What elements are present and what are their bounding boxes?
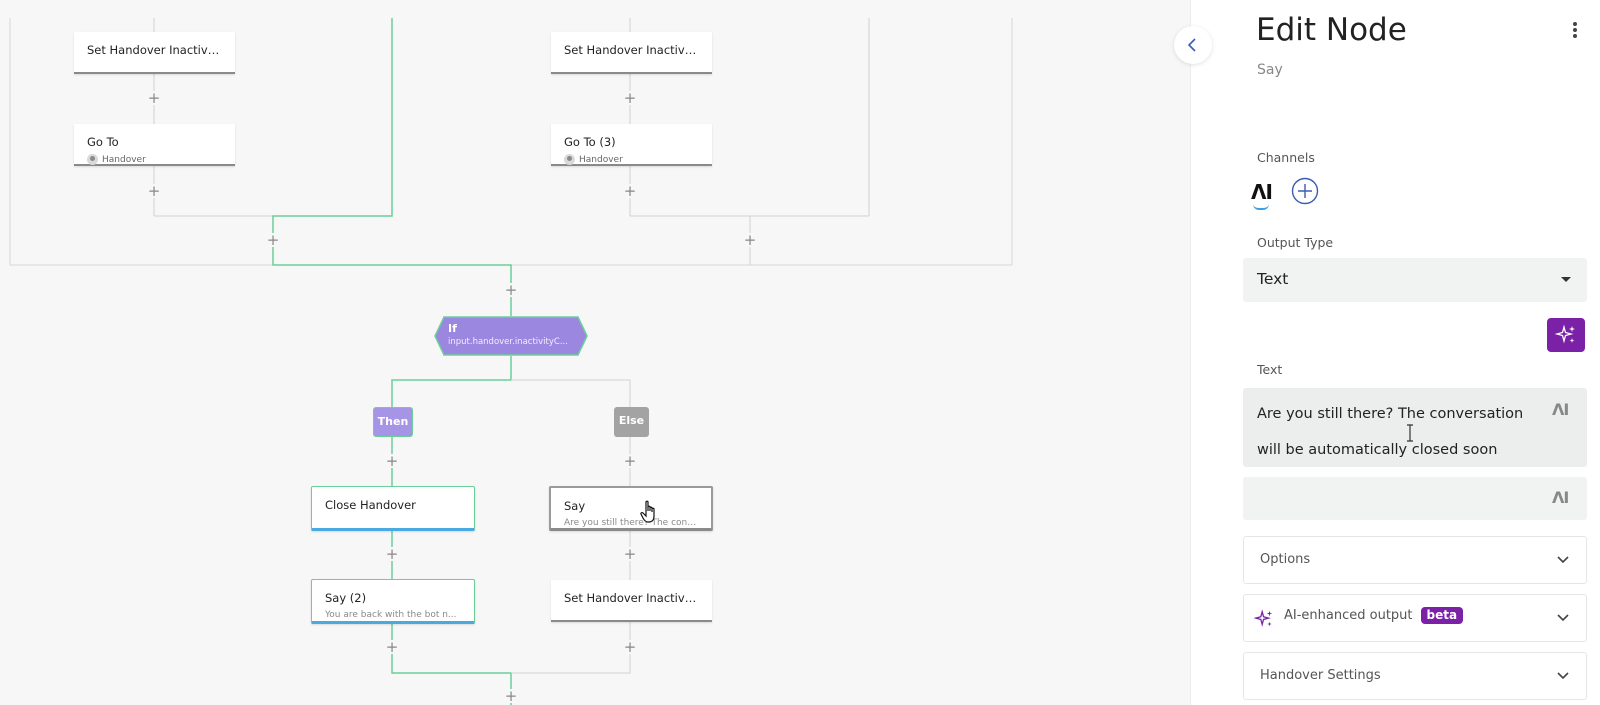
accordion-label: AI-enhanced output beta bbox=[1284, 607, 1464, 624]
add-node-plus[interactable]: + bbox=[743, 231, 757, 249]
ai-enhanced-label: AI-enhanced output bbox=[1284, 608, 1413, 623]
node-title: Close Handover bbox=[325, 498, 416, 512]
chevron-down-icon bbox=[1557, 672, 1569, 680]
channel-ai-tab[interactable]: ΛI bbox=[1251, 180, 1273, 204]
node-goto-right[interactable]: Go To (3) Handover bbox=[551, 124, 712, 166]
add-node-plus[interactable]: + bbox=[147, 89, 161, 107]
add-channel-icon[interactable] bbox=[1291, 177, 1319, 205]
chevron-left-icon bbox=[1187, 38, 1196, 52]
add-node-plus[interactable]: + bbox=[504, 281, 518, 299]
add-node-plus[interactable]: + bbox=[385, 452, 399, 470]
add-node-plus[interactable]: + bbox=[385, 638, 399, 656]
if-label: If bbox=[448, 322, 457, 335]
handover-icon bbox=[87, 154, 98, 165]
node-set-handover-inactivity-left[interactable]: Set Handover Inactivity bbox=[74, 32, 235, 74]
add-node-plus[interactable]: + bbox=[266, 231, 280, 249]
panel-title: Edit Node bbox=[1256, 12, 1407, 48]
add-node-plus[interactable]: + bbox=[147, 182, 161, 200]
ai-channel-icon: ΛI bbox=[1552, 488, 1569, 507]
edit-node-panel: Edit Node Say Channels ΛI Output Type Te… bbox=[1190, 0, 1600, 705]
handover-settings-accordion[interactable]: Handover Settings bbox=[1243, 652, 1587, 700]
node-title: Go To bbox=[87, 135, 119, 149]
add-node-plus[interactable]: + bbox=[623, 89, 637, 107]
chevron-down-icon bbox=[1557, 614, 1569, 622]
output-type-select[interactable]: Text bbox=[1243, 258, 1587, 302]
flow-canvas[interactable]: Set Handover Inactivity Set Handover Ina… bbox=[0, 0, 1190, 705]
then-branch-badge[interactable]: Then bbox=[373, 407, 413, 437]
text-input-value: Are you still there? The conversation wi… bbox=[1257, 406, 1524, 458]
ai-channel-icon: ΛI bbox=[1552, 400, 1569, 419]
options-accordion[interactable]: Options bbox=[1243, 536, 1587, 584]
add-node-plus[interactable]: + bbox=[385, 545, 399, 563]
node-title: Say bbox=[564, 499, 586, 513]
ai-enhanced-output-accordion[interactable]: AI-enhanced output beta bbox=[1243, 594, 1587, 642]
text-input[interactable]: Are you still there? The conversation wi… bbox=[1243, 388, 1587, 467]
accordion-label: Options bbox=[1260, 552, 1311, 567]
node-title: Set Handover Inactivity bbox=[87, 43, 222, 57]
output-type-value: Text bbox=[1257, 270, 1289, 288]
node-subtitle: Handover bbox=[564, 154, 699, 165]
more-options-icon[interactable] bbox=[1573, 22, 1579, 40]
accordion-label: Handover Settings bbox=[1260, 668, 1381, 683]
node-subtitle-text: Handover bbox=[579, 154, 623, 165]
output-type-label: Output Type bbox=[1257, 235, 1334, 250]
add-node-plus[interactable]: + bbox=[623, 638, 637, 656]
node-goto-left[interactable]: Go To Handover bbox=[74, 124, 235, 166]
handover-icon bbox=[564, 154, 575, 165]
node-say-selected[interactable]: Say Are you still there? The conv... bbox=[549, 486, 713, 531]
node-set-handover-inactivity-bottom[interactable]: Set Handover Inactivit... bbox=[551, 580, 712, 622]
node-title: Say (2) bbox=[325, 591, 367, 605]
add-node-plus[interactable]: + bbox=[623, 182, 637, 200]
node-title: Go To (3) bbox=[564, 135, 616, 149]
beta-badge: beta bbox=[1420, 607, 1464, 624]
caret-down-icon bbox=[1561, 277, 1571, 282]
if-node-shape bbox=[434, 316, 588, 356]
node-title: Set Handover Inactivit... bbox=[564, 43, 699, 57]
add-node-plus[interactable]: + bbox=[623, 545, 637, 563]
node-subtitle-text: Handover bbox=[102, 154, 146, 165]
if-node[interactable]: If input.handover.inactivityC... bbox=[434, 316, 588, 356]
add-node-plus[interactable]: + bbox=[504, 687, 518, 705]
node-description: You are back with the bot n... bbox=[325, 610, 457, 620]
node-subtitle: Handover bbox=[87, 154, 222, 165]
else-branch-badge[interactable]: Else bbox=[614, 407, 649, 437]
collapse-panel-button[interactable] bbox=[1174, 26, 1212, 64]
node-close-handover[interactable]: Close Handover bbox=[311, 486, 475, 531]
node-title: Set Handover Inactivit... bbox=[564, 591, 699, 605]
node-say-2[interactable]: Say (2) You are back with the bot n... bbox=[311, 579, 475, 624]
sparkles-icon bbox=[1555, 324, 1575, 344]
if-condition: input.handover.inactivityC... bbox=[448, 337, 568, 347]
node-description: Are you still there? The conv... bbox=[564, 518, 698, 528]
chevron-down-icon bbox=[1557, 556, 1569, 564]
text-label: Text bbox=[1257, 362, 1283, 377]
node-set-handover-inactivity-right[interactable]: Set Handover Inactivit... bbox=[551, 32, 712, 74]
channels-label: Channels bbox=[1257, 150, 1315, 165]
channel-active-indicator bbox=[1253, 204, 1269, 210]
add-node-plus[interactable]: + bbox=[623, 452, 637, 470]
panel-subtitle: Say bbox=[1257, 62, 1283, 78]
text-cursor-icon bbox=[1407, 424, 1413, 442]
hand-cursor-icon bbox=[640, 500, 655, 523]
ai-generate-button[interactable] bbox=[1547, 318, 1585, 352]
sparkles-icon bbox=[1254, 609, 1273, 627]
text-input-empty[interactable]: ΛI bbox=[1243, 477, 1587, 520]
